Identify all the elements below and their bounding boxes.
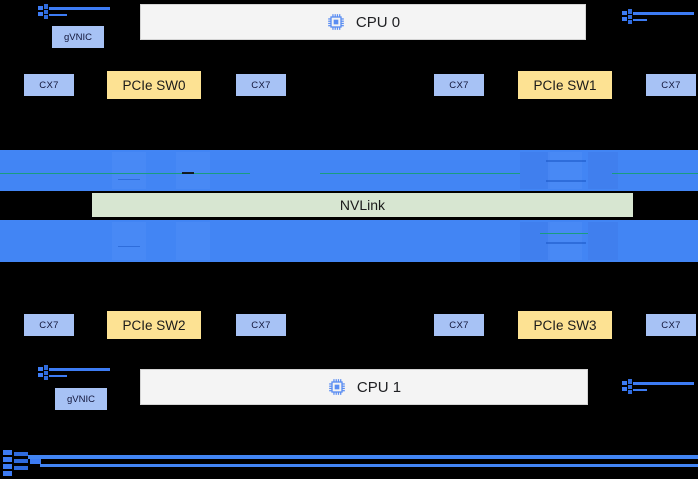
nvlink-label: NVLink	[339, 197, 386, 213]
pcie-switch-label: PCIe SW1	[533, 77, 597, 93]
network-fabric-bar-secondary	[40, 464, 698, 467]
network-switch-icon	[2, 448, 42, 478]
network-fabric-bar	[28, 455, 698, 459]
cx7-box-6: CX7	[434, 314, 484, 336]
nvlink-box: NVLink	[92, 192, 633, 218]
cx7-label: CX7	[39, 319, 59, 331]
cpu-box-1: CPU 1	[140, 369, 588, 405]
gvnic-label: gVNIC	[67, 393, 95, 405]
cx7-label: CX7	[449, 79, 469, 91]
network-cable-icon-top-right	[622, 9, 694, 25]
pcie-switch-box-3: PCIe SW3	[518, 311, 612, 339]
pcie-switch-label: PCIe SW3	[533, 317, 597, 333]
cx7-box-5: CX7	[236, 314, 286, 336]
cx7-label: CX7	[449, 319, 469, 331]
cx7-label: CX7	[251, 79, 271, 91]
cx7-box-3: CX7	[646, 74, 696, 96]
pcie-switch-box-1: PCIe SW1	[518, 71, 612, 99]
cx7-box-4: CX7	[24, 314, 74, 336]
cx7-box-2: CX7	[434, 74, 484, 96]
cx7-box-0: CX7	[24, 74, 74, 96]
cpu-label-1: CPU 1	[356, 378, 402, 396]
gvnic-box-1: gVNIC	[55, 388, 107, 410]
gpu-fabric-band-upper	[0, 150, 698, 191]
cx7-box-1: CX7	[236, 74, 286, 96]
cpu-label-0: CPU 0	[355, 13, 401, 31]
cx7-label: CX7	[661, 319, 681, 331]
pcie-switch-box-0: PCIe SW0	[107, 71, 201, 99]
cpu-chip-icon	[326, 12, 346, 32]
gpu-fabric-band-lower	[0, 220, 698, 262]
network-cable-icon-bottom-right	[622, 379, 694, 395]
pcie-switch-label: PCIe SW0	[122, 77, 186, 93]
cx7-label: CX7	[251, 319, 271, 331]
cx7-box-7: CX7	[646, 314, 696, 336]
pcie-switch-label: PCIe SW2	[122, 317, 186, 333]
cx7-label: CX7	[661, 79, 681, 91]
network-cable-icon-top-left	[38, 4, 110, 20]
pcie-switch-box-2: PCIe SW2	[107, 311, 201, 339]
cpu-chip-icon	[327, 377, 347, 397]
gvnic-box-0: gVNIC	[52, 26, 104, 48]
cpu-box-0: CPU 0	[140, 4, 586, 40]
cx7-label: CX7	[39, 79, 59, 91]
gvnic-label: gVNIC	[64, 31, 92, 43]
network-cable-icon-bottom-left	[38, 365, 110, 381]
